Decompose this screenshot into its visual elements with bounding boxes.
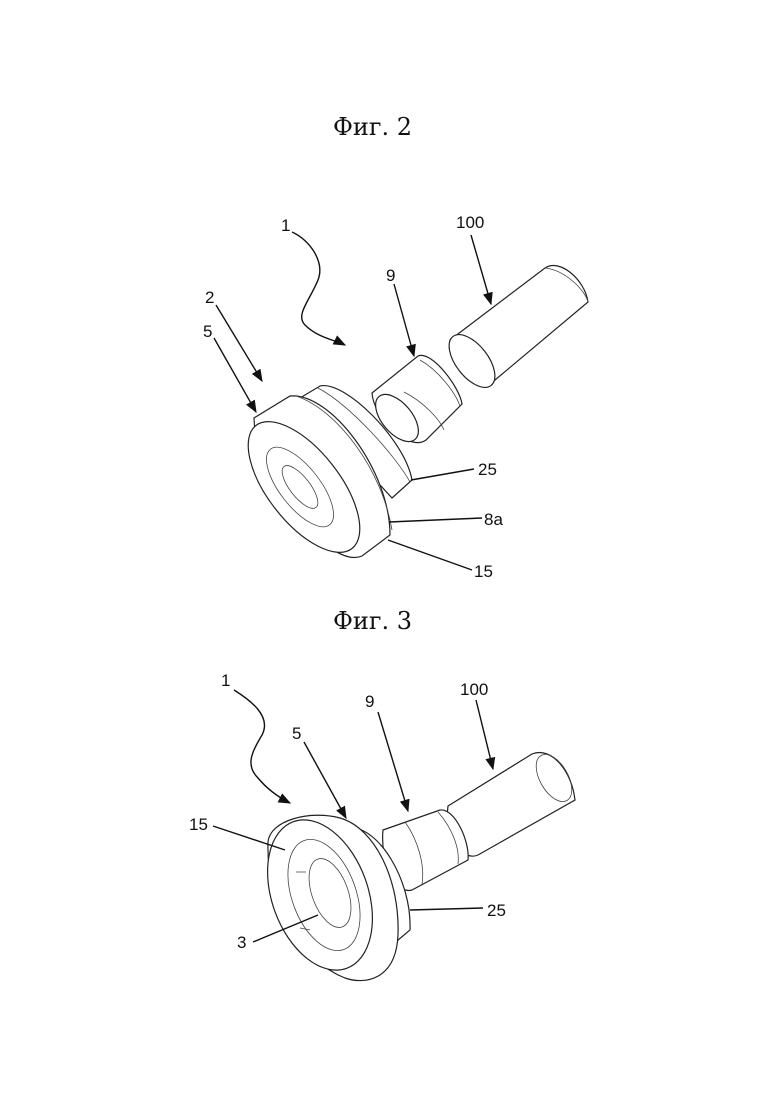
- leader-5-fig2: [214, 338, 256, 412]
- leader-5-fig3: [304, 742, 346, 818]
- label-2-fig2: 2: [205, 288, 214, 307]
- leader-2-fig2: [216, 305, 262, 381]
- leader-9-fig2: [394, 284, 414, 356]
- label-25-fig2: 25: [478, 460, 497, 479]
- label-9-fig3: 9: [365, 692, 374, 711]
- label-25-fig3: 25: [487, 901, 506, 920]
- leader-1-fig2: [292, 232, 345, 345]
- label-100-fig2: 100: [456, 213, 484, 232]
- figure-3-drawing: 1 5 9 100 15 25 3: [189, 671, 579, 985]
- leader-25-fig2: [411, 469, 474, 480]
- label-5-fig2: 5: [203, 322, 212, 341]
- leader-15-fig2: [388, 540, 472, 570]
- leader-8a-fig2: [389, 518, 482, 522]
- leader-25-fig3: [410, 908, 483, 910]
- label-5-fig3: 5: [292, 724, 301, 743]
- leader-100-fig3: [476, 700, 493, 769]
- leader-1-fig3: [234, 690, 290, 803]
- label-15-fig3: 15: [189, 815, 208, 834]
- label-100-fig3: 100: [460, 680, 488, 699]
- label-15-fig2: 15: [474, 562, 493, 581]
- label-1-fig2: 1: [281, 216, 290, 235]
- figure-2-drawing: 1 2 5 9 100 25 8a 15: [203, 213, 588, 581]
- leader-9-fig3: [378, 712, 408, 811]
- label-1-fig3: 1: [221, 671, 230, 690]
- part-100-cylinder: [440, 266, 588, 396]
- label-8a-fig2: 8a: [484, 510, 503, 529]
- label-9-fig2: 9: [386, 266, 395, 285]
- label-3-fig3: 3: [237, 933, 246, 952]
- leader-100-fig2: [471, 235, 491, 304]
- part-100-rod: [447, 748, 579, 856]
